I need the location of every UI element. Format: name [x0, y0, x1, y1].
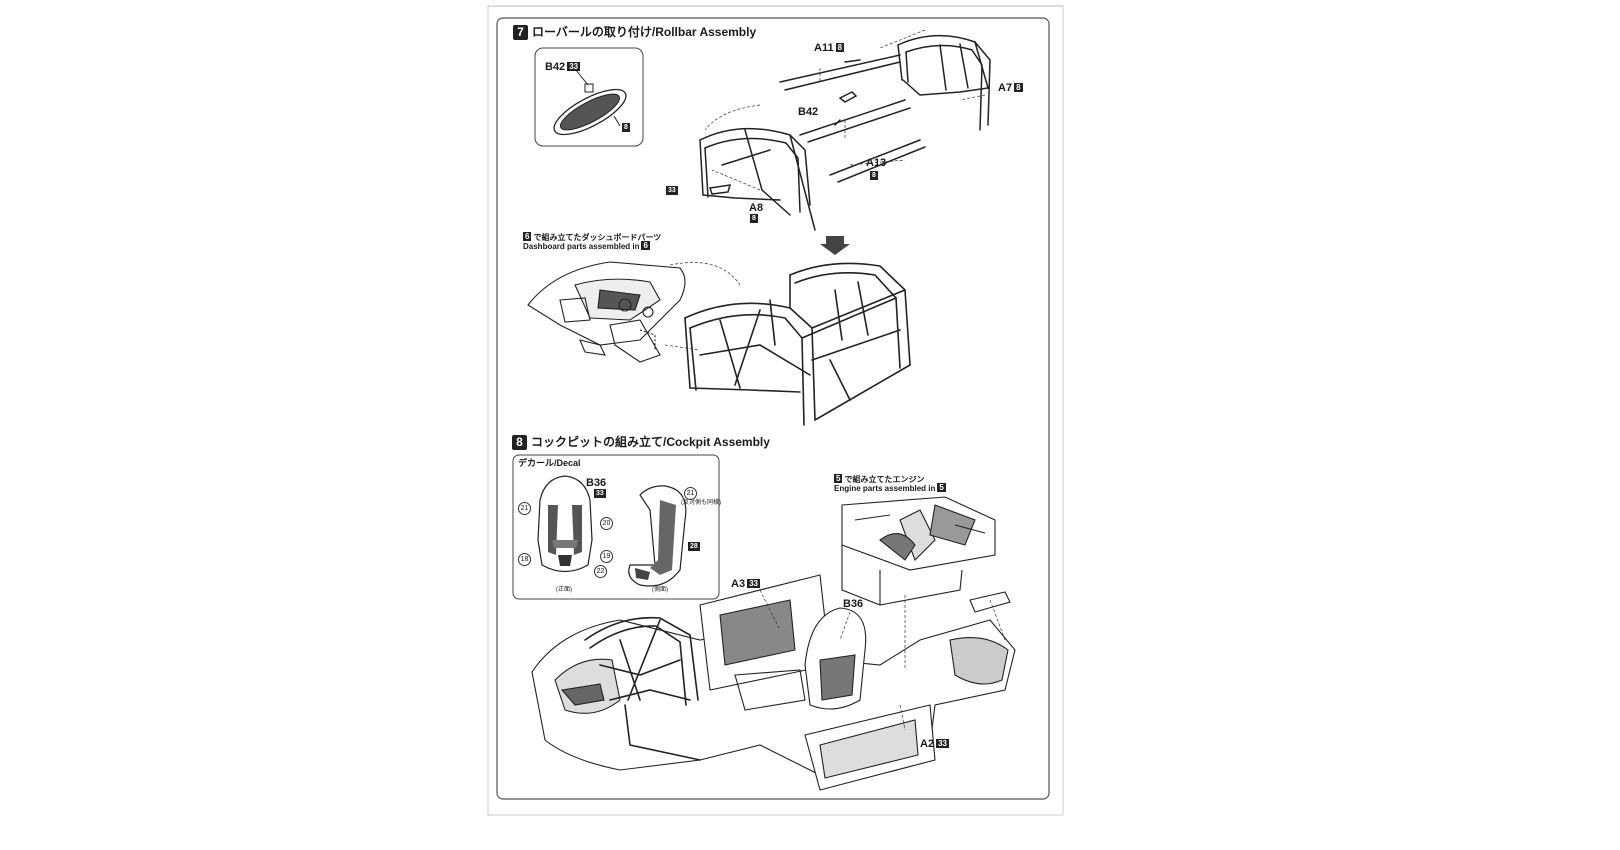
decal-28: 28 [688, 542, 700, 551]
dashboard-note-jp-text: で組み立てたダッシュボードパーツ [533, 233, 662, 242]
decal-side-note: (反対側も同様) [681, 500, 721, 506]
step7-title: ローバールの取り付け/Rollbar Assembly [532, 25, 757, 39]
left-part-num: 33 [666, 186, 678, 195]
a7-num: 8 [1014, 83, 1023, 92]
decal-side-caption: (側面) [652, 587, 668, 593]
decal-18: 18 [518, 553, 531, 566]
decal-front-caption: (正面) [556, 587, 572, 593]
b42-label: B42 [798, 106, 819, 118]
page-frame [496, 17, 1050, 800]
rollbar-assembled-drawing [684, 262, 911, 426]
engine-ref-jp: 5 [834, 474, 843, 483]
decal-19: 19 [600, 550, 613, 563]
a2-num: 33 [936, 739, 949, 748]
decal-box-title: デカール/Decal [518, 458, 581, 468]
a8-label: A8 [749, 202, 764, 214]
step8-number: 8 [512, 435, 527, 450]
arrow-down-icon [820, 236, 850, 255]
a2-text: A2 [920, 738, 935, 750]
a13-label: A13 [866, 157, 887, 169]
decal-21-front: 21 [518, 502, 531, 515]
step7-heading: 7 ローバールの取り付け/Rollbar Assembly [513, 24, 756, 40]
chassis-drawing [531, 574, 1016, 791]
engine-note-jp-text: で組み立てたエンジン [844, 475, 925, 484]
engine-ref-en: 5 [937, 483, 946, 492]
chassis-rollcage-drawing [584, 616, 701, 761]
dashboard-ref-en: 6 [641, 241, 650, 250]
decal-part-num: 33 [594, 489, 606, 498]
dashboard-drawing [527, 261, 686, 363]
step8-heading: 8 コックピットの組み立て/Cockpit Assembly [512, 434, 770, 450]
decal-20: 20 [600, 517, 613, 530]
decal-21-side: 21 [684, 487, 697, 500]
a7-text: A7 [998, 82, 1013, 94]
engine-drawing [841, 496, 996, 606]
a8-num: 8 [750, 214, 758, 223]
rollbar-exploded-drawing [699, 35, 991, 231]
step7-number: 7 [513, 25, 528, 40]
a3-text: A3 [731, 578, 746, 590]
dashboard-ref-jp: 6 [523, 232, 532, 241]
decal-22: 22 [594, 565, 607, 578]
step8-title: コックピットの組み立て/Cockpit Assembly [531, 435, 770, 449]
seat-decal-drawing [512, 454, 720, 600]
inset-part-text: B42 [545, 61, 566, 73]
a11-text: A11 [814, 42, 834, 54]
a3-num: 33 [747, 579, 760, 588]
decal-part-label: B36 [586, 477, 607, 489]
a13-num: 8 [870, 171, 878, 180]
inset-part-num: 33 [567, 62, 581, 71]
dashboard-note-en-text: Dashboard parts assembled in [523, 242, 640, 251]
engine-note-en-text: Engine parts assembled in [834, 484, 936, 493]
a11-num: 8 [835, 43, 845, 52]
b36-label: B36 [843, 598, 864, 610]
mirror-inset-drawing [534, 47, 644, 147]
inset-decal-num: 8 [622, 123, 630, 132]
